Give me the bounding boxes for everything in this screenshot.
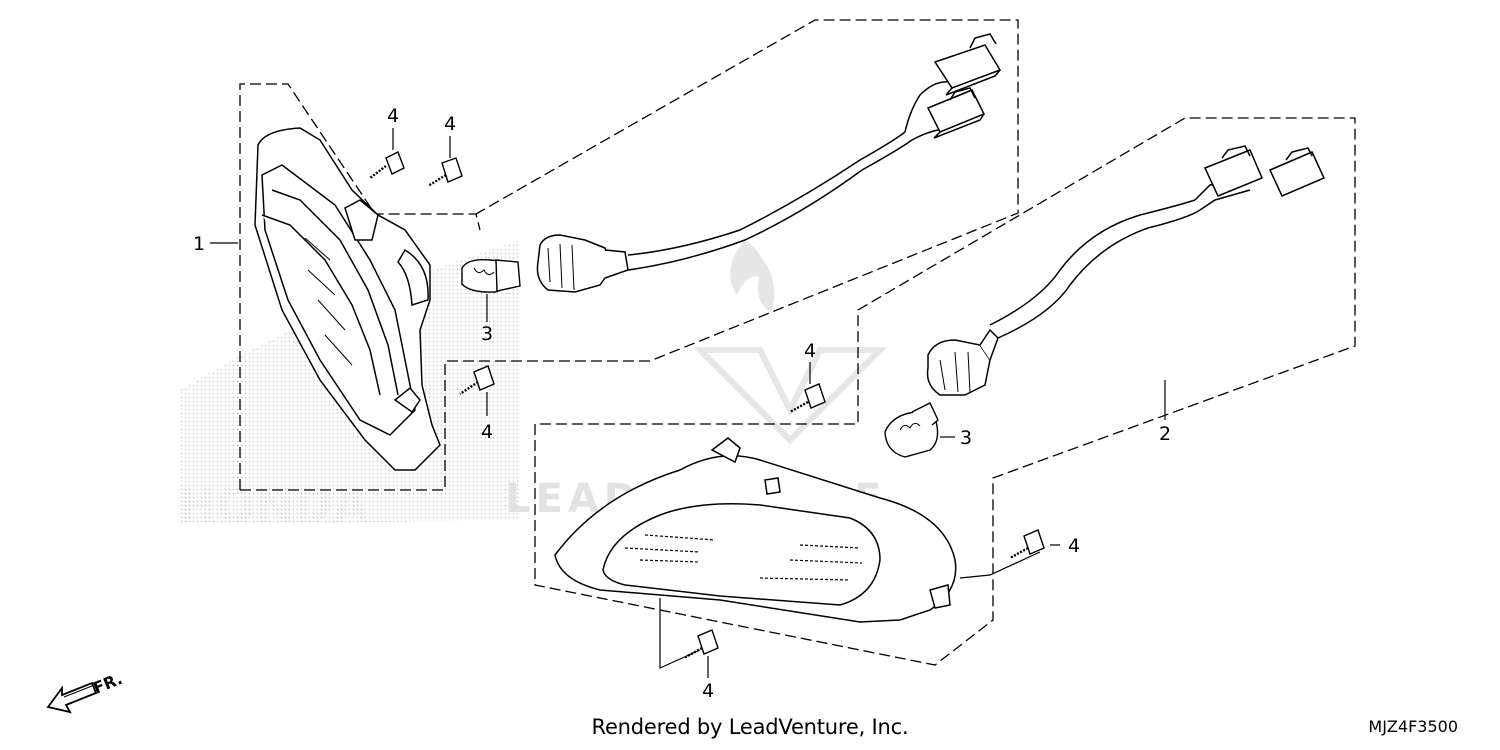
callout-4-a: 4 [387,105,399,127]
callouts: 1 2 3 3 4 4 4 4 4 4 [193,105,1171,702]
screw [1009,529,1045,560]
harness-right [926,145,1326,396]
right-turn-signal-lens [554,437,957,623]
callout-4-e: 4 [1068,535,1080,557]
assembly-boundary-1 [239,19,1019,491]
callout-4-d: 4 [804,340,816,362]
assembly-boundary-2 [534,117,1356,666]
left-turn-signal-lens [254,127,441,471]
front-direction-arrow: FR. [46,669,125,714]
callout-1: 1 [193,233,205,255]
callout-2: 2 [1159,423,1171,445]
diagram-code: MJZ4F3500 [1368,717,1458,736]
harness-left [536,33,1002,293]
callout-4-f: 4 [702,680,714,702]
screw [427,157,463,188]
bulb-right [884,402,939,458]
callout-3-right: 3 [960,427,972,449]
leader-lines [210,128,1166,678]
screw [369,151,405,179]
direction-label: FR. [90,669,125,698]
screw [683,629,719,660]
callout-4-b: 4 [444,113,456,135]
watermark-brand: HONDA [178,479,368,533]
bulb-left [461,258,521,293]
screw [789,383,826,414]
callout-3-left: 3 [481,323,493,345]
footer-credit: Rendered by LeadVenture, Inc. [591,715,909,739]
callout-4-c: 4 [481,421,493,443]
screw [459,365,495,395]
screws [369,151,1045,660]
